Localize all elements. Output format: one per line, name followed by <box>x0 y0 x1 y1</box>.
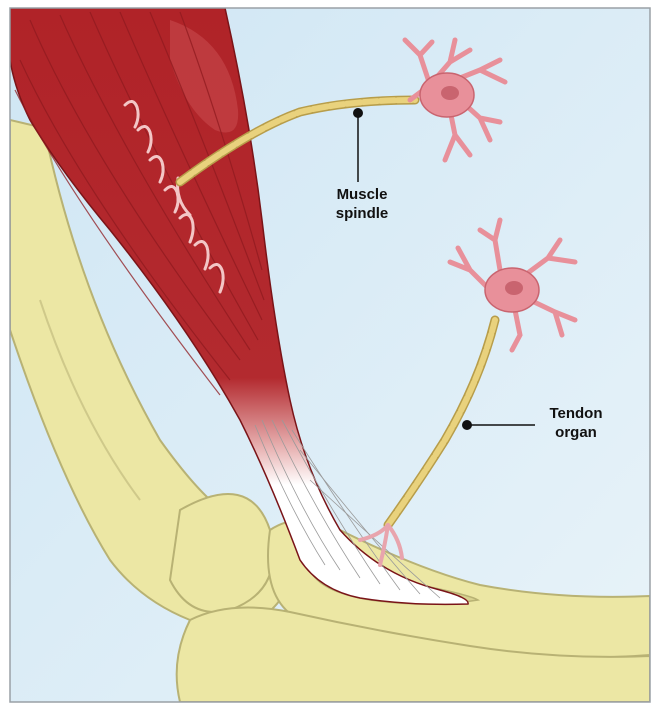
muscle-spindle-label: Muscle spindle <box>312 185 412 223</box>
tendon-neuron-nucleus <box>505 281 523 295</box>
muscle-spindle-label-line-1: Muscle <box>312 185 412 204</box>
tendon-organ-label-line-2: organ <box>536 423 616 442</box>
muscle-spindle-label-line-2: spindle <box>312 204 412 223</box>
spindle-neuron-nucleus <box>441 86 459 100</box>
tendon-organ-label: Tendon organ <box>536 404 616 442</box>
elbow-joint-bone <box>170 494 273 612</box>
muscle-spindle-pointer-dot <box>353 108 363 118</box>
tendon-organ-label-line-1: Tendon <box>536 404 616 423</box>
tendon-organ-pointer-dot <box>462 420 472 430</box>
